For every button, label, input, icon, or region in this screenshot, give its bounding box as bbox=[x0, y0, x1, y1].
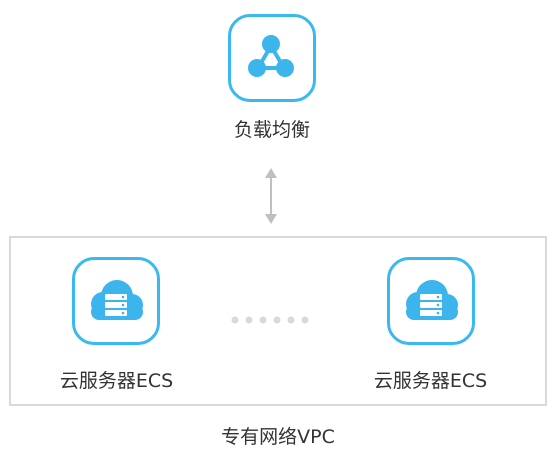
load-balancer-label: 负载均衡 bbox=[233, 119, 310, 141]
bidirectional-arrow-icon bbox=[265, 168, 277, 224]
cloud-server-icon bbox=[91, 280, 143, 320]
ellipsis-dots-icon bbox=[231, 316, 309, 324]
vpc-container bbox=[9, 236, 547, 406]
ecs-node-1 bbox=[72, 257, 160, 345]
cloud-server-icon bbox=[406, 280, 458, 320]
load-balancer-node bbox=[228, 14, 316, 102]
vpc-label: 专有网络VPC bbox=[221, 426, 335, 448]
load-balancer-icon bbox=[248, 35, 294, 77]
ecs-label-2: 云服务器ECS bbox=[373, 370, 488, 392]
ecs-label-1: 云服务器ECS bbox=[59, 370, 174, 392]
ecs-node-2 bbox=[387, 257, 475, 345]
